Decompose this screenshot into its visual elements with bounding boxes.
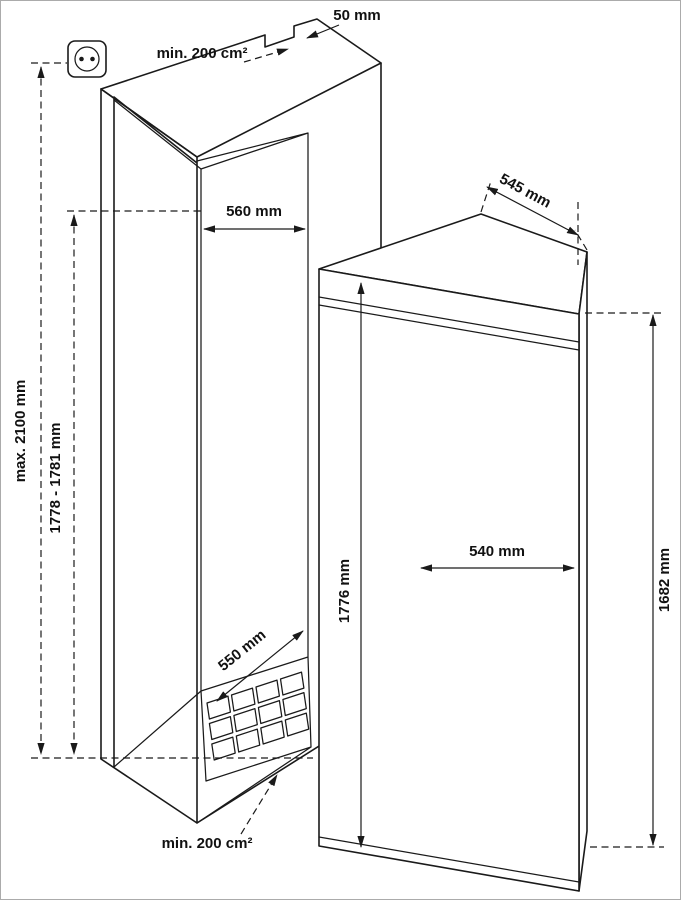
socket-circle — [74, 46, 100, 72]
vent-grille-cell — [284, 712, 310, 737]
label-niche-width: 560 mm — [226, 203, 282, 220]
appliance-right-face — [578, 251, 588, 892]
vent-grille-cell — [211, 736, 236, 761]
socket-pin-right — [90, 56, 95, 62]
arrow-bottom-vent — [240, 774, 278, 835]
vent-grille-cell — [260, 720, 285, 745]
dimension-lines — [31, 24, 664, 848]
label-appliance-depth: 545 mm — [496, 170, 553, 211]
label-appliance-height: 1776 mm — [336, 559, 353, 623]
socket-outline — [67, 40, 107, 78]
ext-line-depth-left — [480, 180, 492, 213]
vent-grille-cell — [255, 679, 281, 704]
vent-grille-cell — [282, 691, 307, 717]
socket-pin-left — [79, 56, 84, 62]
label-bottom-vent: min. 200 cm² — [162, 835, 253, 852]
label-top-vent: min. 200 cm² — [157, 45, 248, 62]
label-appliance-width: 540 mm — [469, 543, 525, 560]
arrow-top-vent — [243, 48, 289, 63]
vent-grille-cell — [208, 715, 234, 741]
label-top-gap: 50 mm — [333, 7, 381, 24]
label-niche-height: 1778 - 1781 mm — [47, 423, 64, 534]
arrow-top-gap — [306, 24, 340, 39]
appliance-front-face — [318, 268, 580, 892]
dim-appliance-depth — [486, 186, 579, 236]
appliance-drawing — [318, 213, 588, 892]
label-niche-depth: 550 mm — [215, 626, 269, 674]
ext-line-depth-right — [574, 229, 588, 251]
power-socket-icon — [67, 40, 107, 78]
niche-top-face — [100, 18, 382, 158]
vent-grille-cell — [279, 671, 305, 696]
vent-grille-cell — [233, 707, 258, 733]
vent-grille — [206, 671, 310, 761]
vent-grille-cell — [257, 699, 283, 725]
vent-grille-cell — [235, 728, 261, 753]
label-appliance-side-height: 1682 mm — [656, 548, 673, 612]
vent-grille-cell — [230, 687, 256, 712]
dim-niche-depth — [216, 630, 304, 702]
label-max-height: max. 2100 mm — [12, 380, 29, 483]
